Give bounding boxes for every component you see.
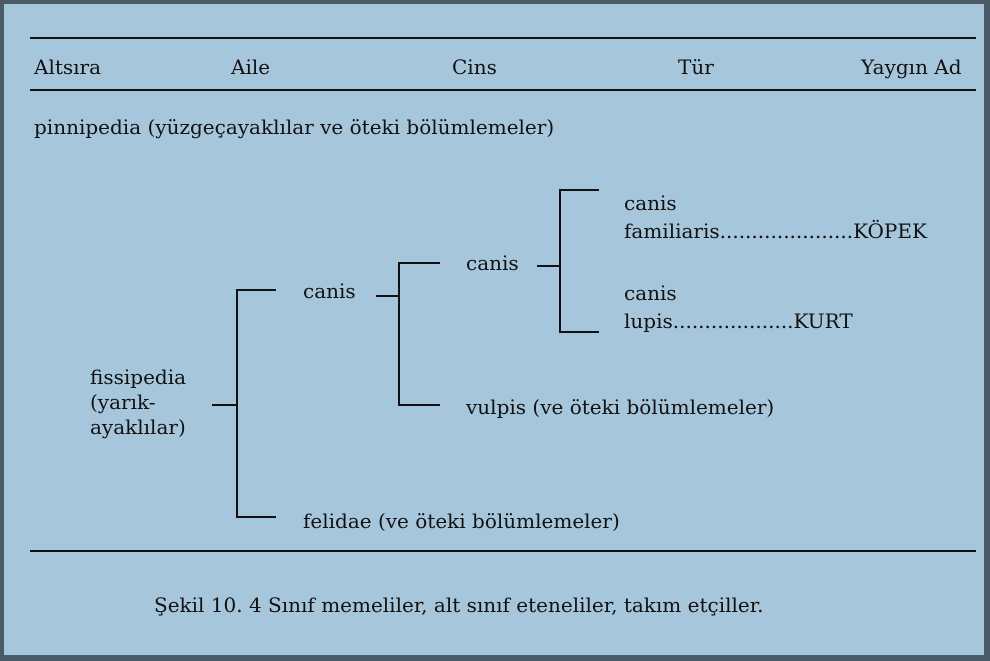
genus-bracket-bottom — [398, 404, 440, 406]
pinnipedia-label: pinnipedia (yüzgeçayaklılar ve öteki böl… — [34, 115, 555, 139]
family-canis-connector — [376, 295, 398, 297]
species-bracket-vertical — [559, 189, 561, 333]
header-yaygin-ad: Yaygın Ad — [861, 55, 962, 79]
species-lupis-line1: canis — [624, 281, 677, 305]
fissipedia-label-line2: (yarık- — [90, 390, 156, 414]
genus-bracket-vertical — [398, 262, 400, 406]
genus-bracket-top — [398, 262, 440, 264]
fissipedia-connector — [212, 404, 236, 406]
header-aile: Aile — [231, 55, 271, 79]
species-lupis-line2: lupis...................KURT — [624, 309, 853, 333]
genus-canis-connector — [537, 265, 559, 267]
family-bracket-top — [236, 289, 276, 291]
felidae-label: felidae (ve öteki bölümlemeler) — [303, 509, 620, 533]
top-rule — [30, 37, 976, 39]
family-bracket-bottom — [236, 516, 276, 518]
fissipedia-label-line3: ayaklılar) — [90, 415, 186, 439]
header-tur: Tür — [678, 55, 714, 79]
family-canis-label: canis — [303, 279, 356, 303]
header-rule — [30, 89, 976, 91]
species-familiaris-line2: familiaris.....................KÖPEK — [624, 219, 927, 243]
species-bracket-bottom — [559, 331, 599, 333]
header-altsira: Altsıra — [34, 55, 102, 79]
species-familiaris-line1: canis — [624, 191, 677, 215]
header-cins: Cins — [452, 55, 497, 79]
vulpis-label: vulpis (ve öteki bölümlemeler) — [466, 395, 775, 419]
family-bracket-vertical — [236, 289, 238, 518]
figure-caption: Şekil 10. 4 Sınıf memeliler, alt sınıf e… — [154, 593, 764, 617]
fissipedia-label-line1: fissipedia — [90, 365, 187, 389]
figure-frame: Altsıra Aile Cins Tür Yaygın Ad pinniped… — [4, 4, 984, 655]
bottom-rule — [30, 550, 976, 552]
species-bracket-top — [559, 189, 599, 191]
genus-canis-label: canis — [466, 251, 519, 275]
